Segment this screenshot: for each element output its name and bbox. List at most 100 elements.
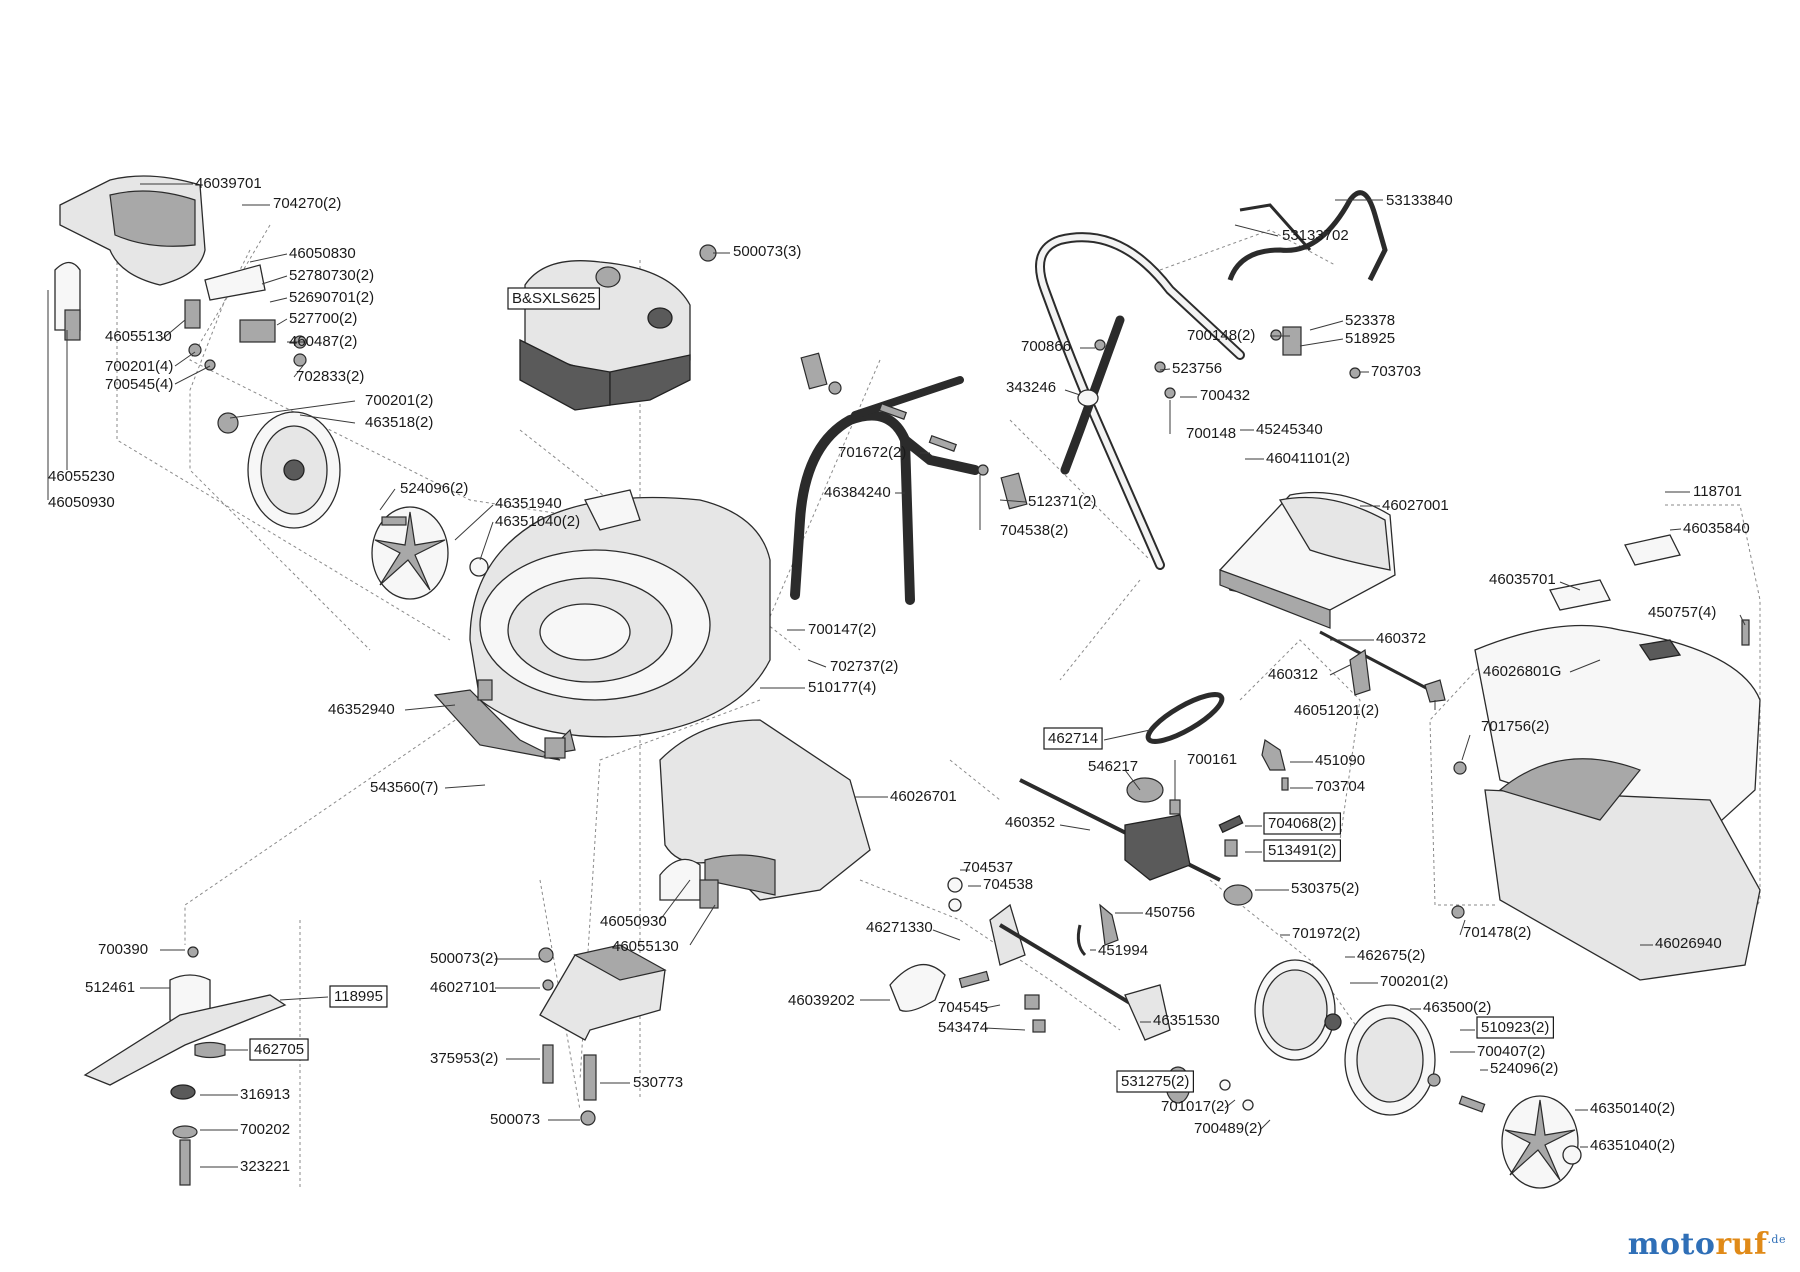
part-number-label: 46351530 [1153, 1012, 1220, 1029]
leader-line [1159, 368, 1171, 371]
part-number-label: 460372 [1376, 630, 1426, 647]
part-number-label: 700148 [1186, 425, 1236, 442]
leader-line [479, 521, 494, 561]
part-number-label: 513491(2) [1268, 842, 1336, 859]
part-number-label: 500073(2) [430, 950, 498, 967]
part-number-label: 700407(2) [1477, 1043, 1545, 1060]
leader-line [1234, 224, 1279, 237]
part-number-label: 510177(4) [808, 679, 876, 696]
part-number-label: 524096(2) [1490, 1060, 1558, 1077]
part-number-label: 704538(2) [1000, 522, 1068, 539]
leader-line [1259, 1119, 1271, 1131]
leader-line [1739, 614, 1746, 626]
part-number-labels: 46039701704270(2)4605083052780730(2)5269… [47, 175, 1750, 1175]
leader-line [293, 361, 307, 378]
part-number-label: 451090 [1315, 752, 1365, 769]
part-number-label: 524096(2) [400, 480, 468, 497]
part-number-label: 46035840 [1683, 520, 1750, 537]
leader-line [261, 275, 288, 285]
watermark-part2: ruf [1715, 1227, 1768, 1262]
part-number-label: 523378 [1345, 312, 1395, 329]
part-number-label: 118701 [1693, 483, 1742, 500]
watermark-part1: moto [1627, 1227, 1716, 1262]
leader-line [299, 414, 356, 424]
part-label-box [249, 1038, 309, 1061]
part-number-label: 46055130 [105, 328, 172, 345]
part-number-label: 700161 [1187, 751, 1237, 768]
leader-line [984, 1027, 1026, 1031]
part-number-label: 543560(7) [370, 779, 438, 796]
part-number-label: 700202 [240, 1121, 290, 1138]
leader-line [249, 253, 288, 263]
part-number-label: 118995 [334, 988, 383, 1005]
leader-line [1103, 729, 1151, 741]
part-illustrations [54, 175, 1761, 1189]
part-number-label: 46051201(2) [1294, 702, 1379, 719]
part-number-label: 52690701(2) [289, 289, 374, 306]
part-number-label: 701756(2) [1481, 718, 1549, 735]
part-number-label: 46026701 [890, 788, 957, 805]
part-number-label: 46055230 [48, 468, 115, 485]
leader-line [932, 929, 961, 941]
leader-line [454, 504, 494, 541]
part-number-label: 46351940 [495, 495, 562, 512]
leader-line [174, 351, 196, 367]
part-number-label: 316913 [240, 1086, 290, 1103]
leader-line [1461, 734, 1471, 761]
part-number-label: 702833(2) [296, 368, 364, 385]
part-number-label: 500073(3) [733, 243, 801, 260]
part-number-label: 701017(2) [1161, 1098, 1229, 1115]
part-number-label: 527700(2) [289, 310, 357, 327]
part-label-box [1043, 727, 1103, 750]
part-number-label: 46026940 [1655, 935, 1722, 952]
part-number-label: 701478(2) [1463, 924, 1531, 941]
part-number-label: 510923(2) [1481, 1019, 1549, 1036]
part-number-label: 700147(2) [808, 621, 876, 638]
part-number-label: 704068(2) [1268, 815, 1336, 832]
site-watermark: motoruf.de [1628, 1227, 1786, 1262]
part-number-label: 46050830 [289, 245, 356, 262]
leader-line [1059, 824, 1091, 831]
part-number-label: 500073 [490, 1111, 540, 1128]
part-number-label: 530375(2) [1291, 880, 1359, 897]
leader-line [984, 1004, 1001, 1009]
part-number-label: 462714 [1048, 730, 1098, 747]
part-number-label: 546217 [1088, 758, 1138, 775]
part-number-label: 700432 [1200, 387, 1250, 404]
part-number-label: 462705 [254, 1041, 304, 1058]
leader-line [229, 400, 356, 419]
part-number-label: 462675(2) [1357, 947, 1425, 964]
part-number-label: 46027001 [1382, 497, 1449, 514]
part-label-box [1263, 812, 1341, 835]
part-number-label: 530773 [633, 1074, 683, 1091]
leader-line [1559, 581, 1581, 591]
leader-line [999, 499, 1027, 503]
part-number-label: 704545 [938, 999, 988, 1016]
part-number-label: 523756 [1172, 360, 1222, 377]
part-number-label: 463500(2) [1423, 999, 1491, 1016]
part-number-label: 46035701 [1489, 571, 1556, 588]
part-number-label: 46026801G [1483, 663, 1561, 680]
leader-line [1224, 1099, 1236, 1109]
part-number-label: 46039701 [195, 175, 262, 192]
leader-line [1459, 919, 1466, 936]
part-number-label: 323221 [240, 1158, 290, 1175]
part-number-label: 703703 [1371, 363, 1421, 380]
leader-line [159, 319, 186, 342]
part-number-label: 700866 [1021, 338, 1071, 355]
leader-line [1124, 769, 1141, 791]
leader-line [1329, 664, 1351, 676]
part-label-box [329, 985, 388, 1008]
part-number-label: 512371(2) [1028, 493, 1096, 510]
leader-line [279, 996, 329, 1001]
part-number-label: 53133840 [1386, 192, 1453, 209]
leader-line [1669, 528, 1682, 531]
leader-line [276, 318, 288, 326]
part-number-label: 543474 [938, 1019, 988, 1036]
part-number-label: 46351040(2) [1590, 1137, 1675, 1154]
part-number-label: 518925 [1345, 330, 1395, 347]
leader-line [174, 365, 211, 385]
part-number-label: B&SXLS625 [512, 290, 595, 307]
part-number-label: 46039202 [788, 992, 855, 1009]
